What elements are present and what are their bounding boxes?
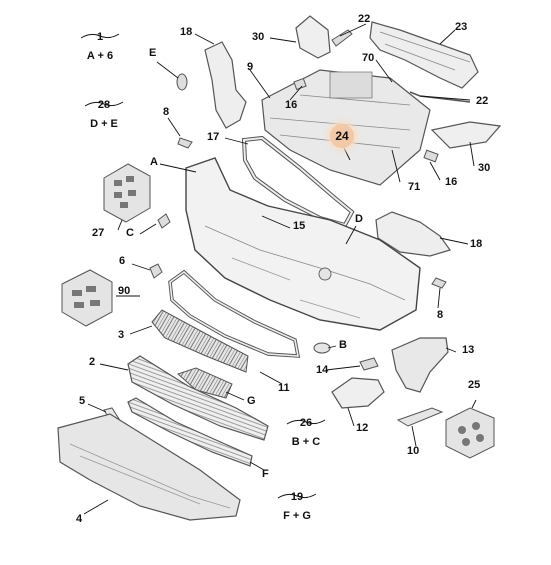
callout-12[interactable]: 12 [356,422,369,434]
tilde-brace [272,493,322,511]
kit-1: 1 A + 6 [75,32,125,62]
part-30-left-shield [295,15,331,59]
callout-f[interactable]: F [262,468,269,480]
part-13-support [391,337,449,393]
callout-90[interactable]: 90 [118,285,131,297]
part-g-lower-insert [177,367,233,399]
kit-19: 19 F + G [272,492,322,522]
kit-desc: F + G [283,510,311,522]
callout-22-right[interactable]: 22 [476,95,489,107]
callout-c[interactable]: C [126,227,134,239]
part-25-fastener-kit [445,407,495,459]
kit-desc: D + E [90,118,118,130]
callout-6[interactable]: 6 [119,255,126,267]
callout-22-top[interactable]: 22 [358,13,371,25]
callout-30-right[interactable]: 30 [478,162,491,174]
callout-15[interactable]: 15 [293,220,306,232]
callout-71[interactable]: 71 [408,181,421,193]
callout-10[interactable]: 10 [407,445,420,457]
callout-23[interactable]: 23 [455,21,468,33]
tilde-brace [281,419,331,437]
part-90-fastener-kit [61,269,113,327]
kit-desc: A + 6 [86,50,114,62]
part-1-bumper-shell [185,157,421,331]
callout-11[interactable]: 11 [278,382,290,394]
callout-a[interactable]: A [150,156,158,168]
callout-16-right[interactable]: 16 [445,176,458,188]
callout-13[interactable]: 13 [462,344,475,356]
part-grille-mesh [151,309,249,373]
part-23-upper-bracket [369,21,479,89]
callout-4[interactable]: 4 [76,513,83,525]
callout-3[interactable]: 3 [118,329,125,341]
callout-8-top[interactable]: 8 [163,106,170,118]
kit-desc: B + C [291,436,321,448]
part-30-right-shield [430,121,502,149]
callout-27[interactable]: 27 [92,227,105,239]
callout-16-top[interactable]: 16 [285,99,298,111]
kit-number: 26 [299,417,313,429]
callout-g[interactable]: G [247,395,256,407]
part-4-undertray [57,413,241,521]
callout-8-right[interactable]: 8 [437,309,444,321]
kit-26: 26 B + C [281,418,331,448]
part-18-left-bracket [204,41,247,129]
callout-18-top[interactable]: 18 [180,26,193,38]
kit-number: 19 [290,491,304,503]
callout-30-top[interactable]: 30 [252,31,265,43]
kit-number: 1 [96,31,104,43]
tilde-brace [79,101,129,119]
callout-b[interactable]: B [339,339,347,351]
part-27-fastener-kit [103,163,151,223]
callout-17[interactable]: 17 [207,131,220,143]
part-f-chrome-strip [127,397,253,467]
callout-d[interactable]: D [355,213,363,225]
callout-5[interactable]: 5 [79,395,86,407]
leader-lines [83,23,477,515]
callout-24-highlighted[interactable]: 24 [330,124,354,148]
tilde-brace [75,33,125,51]
callout-70[interactable]: 70 [362,52,375,64]
part-18-right-bracket [375,211,451,257]
part-12-fog-surround [331,377,385,409]
callout-18-right[interactable]: 18 [470,238,483,250]
callout-e[interactable]: E [149,47,157,59]
callout-14[interactable]: 14 [316,364,329,376]
part-2-lower-grille [127,355,269,441]
callout-25[interactable]: 25 [468,379,481,391]
callout-2[interactable]: 2 [89,356,96,368]
callout-9[interactable]: 9 [247,61,254,73]
kit-number: 28 [97,99,111,111]
kit-28: 28 D + E [79,100,129,130]
